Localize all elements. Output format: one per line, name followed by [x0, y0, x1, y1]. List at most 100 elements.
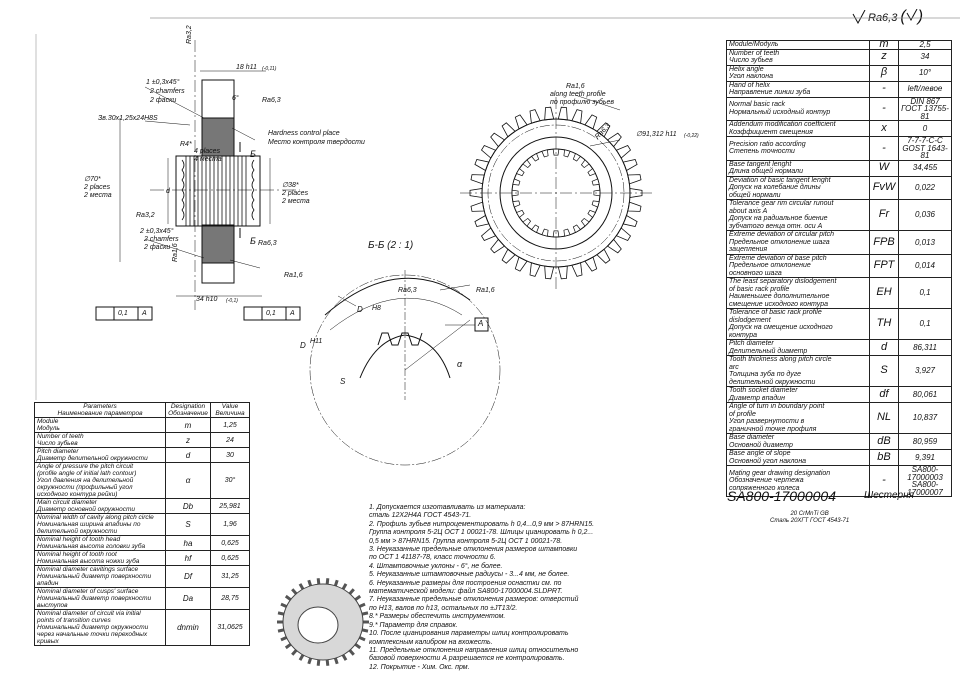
iso-gear-tooth — [348, 588, 355, 595]
gear-tooth — [622, 159, 638, 172]
iso-gear-tooth — [341, 583, 348, 590]
spline-tooth — [572, 224, 581, 234]
gear-tooth — [514, 256, 528, 272]
dim-18-tol: (-0,11) — [262, 66, 277, 72]
gear-table-symbol: m — [869, 39, 899, 50]
spline-table-row: Angle of pressure the pitch circuit(prof… — [34, 462, 250, 499]
ra63b-label: Ra6,3 — [258, 240, 277, 247]
spline-tooth — [563, 228, 571, 237]
section-dc: D — [357, 305, 363, 314]
chamfer-bot-1: 2 chamfers — [144, 236, 179, 243]
part-number: SA800-17000004 — [727, 488, 836, 504]
gear-table-value: 0,014 — [898, 253, 952, 278]
spline-table-value: 1,96 — [210, 513, 250, 536]
gear-along-ru: по профилю зубьев — [550, 99, 615, 106]
gear-table-symbol: W — [869, 159, 899, 177]
section-ra16: Ra1,6 — [476, 287, 495, 294]
spline-table-symbol: ha — [165, 535, 211, 551]
iso-gear-tooth — [358, 602, 366, 608]
spline-tooth — [572, 152, 581, 162]
gear-table-symbol: - — [869, 465, 899, 497]
technical-notes: 1. Допускается изготавливать из материал… — [369, 504, 594, 672]
section-bb-view — [309, 270, 501, 466]
spline-tooth — [515, 168, 525, 177]
chamfer-top-0: 1 ±0,3x45° — [146, 79, 180, 86]
gear-table-param: Module/Модуль — [726, 40, 870, 50]
section-s: S — [340, 377, 346, 386]
gear-tooth — [596, 248, 611, 264]
gear-table-symbol: dB — [869, 433, 899, 450]
iso-gear-tooth — [348, 649, 355, 656]
gear-table-symbol: df — [869, 386, 899, 403]
note-line: 11. Предельные отклонения направления шл… — [369, 646, 579, 654]
spline-tooth — [541, 228, 549, 237]
section-alpha: α — [457, 359, 463, 369]
spline-tooth — [591, 178, 600, 186]
iso-gear-tooth — [316, 659, 321, 666]
gear-tooth — [544, 265, 555, 280]
note-line: 7. Неуказанные предельные отклонения раз… — [369, 596, 579, 604]
gear-tooth — [480, 227, 497, 242]
spline-tooth — [580, 217, 590, 227]
note-line: 6. Неуказанные размеры для построения ос… — [369, 579, 562, 587]
gear-tooth — [501, 122, 516, 138]
iso-gear-tooth — [284, 594, 292, 601]
material-line-0: 20 CrMnTi GB — [790, 511, 829, 517]
iso-gear-tooth — [298, 583, 305, 590]
gear-d91: ∅91,312 h11 — [636, 131, 677, 138]
gear-table-value: 80,061 — [898, 386, 952, 403]
d70-1: 2 places — [84, 184, 111, 191]
spline-tooth — [591, 200, 600, 208]
note-line: 4. Штамповочные уклоны - 6°, не более. — [369, 562, 503, 570]
r4-0: R4* — [180, 141, 192, 148]
gear-table-symbol: FPB — [869, 230, 899, 255]
spline-tooth — [580, 159, 590, 169]
spline-tooth — [531, 224, 540, 234]
spline-table-value: 0,625 — [210, 535, 250, 551]
gear-table-value: 0,1 — [898, 277, 952, 309]
iso-gear-tooth — [277, 611, 285, 616]
iso-gear-tooth — [325, 659, 330, 666]
iso-gear-tooth — [333, 657, 339, 665]
iso-gear-tooth — [291, 588, 298, 595]
section-b-bottom: Б — [250, 236, 256, 246]
spline-table-value: 25,981 — [210, 498, 250, 514]
gear-table-symbol: TH — [869, 308, 899, 340]
gear-table-value: 80,959 — [898, 433, 952, 450]
spline-table-param: Nominal width of cavity along pitch circ… — [34, 513, 166, 536]
spline-table-symbol: dnmin — [165, 609, 211, 646]
section-h11: H11 — [310, 338, 323, 345]
gear-table-value: 86,311 — [898, 339, 952, 356]
gear-tooth — [627, 174, 642, 185]
section-df: D — [300, 341, 306, 350]
gear-tooth — [490, 238, 506, 254]
gear-tooth — [474, 159, 490, 172]
spline-table-symbol: hf — [165, 550, 211, 566]
spline-table-value: 28,75 — [210, 587, 250, 610]
section-datum: А — [478, 319, 484, 328]
note-line: 10. После цианирования параметры шлиц ко… — [369, 630, 569, 638]
